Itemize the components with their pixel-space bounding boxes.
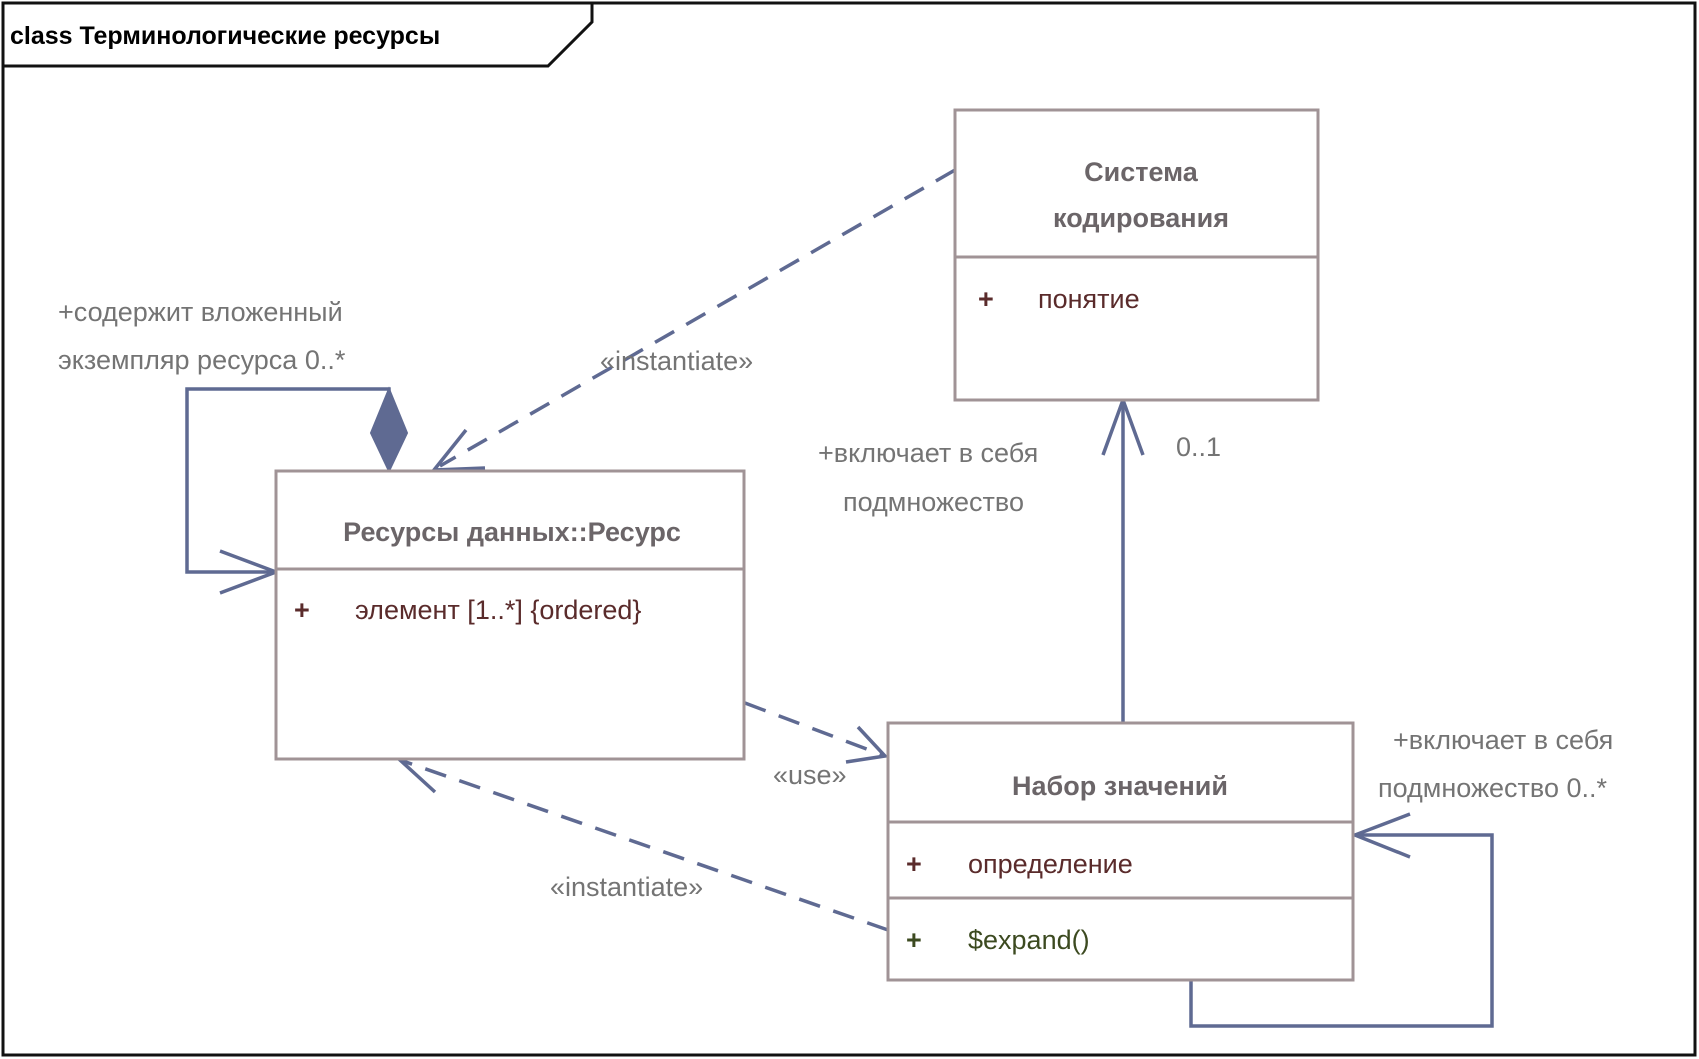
class-value-set[interactable]: Набор значений + определение + $expand() <box>886 721 1355 982</box>
instantiate-top-stereotype: «instantiate» <box>600 346 753 376</box>
frame-title-tab <box>3 3 594 68</box>
operation-expand: $expand() <box>968 925 1090 955</box>
class-coding-system-name-line2: кодирования <box>1053 203 1229 233</box>
class-coding-system-name-line1: Система <box>1084 157 1199 187</box>
use-dependency[interactable] <box>744 701 889 764</box>
attribute-visibility: + <box>906 849 922 879</box>
attribute-visibility: + <box>294 595 310 625</box>
class-resource-name: Ресурсы данных::Ресурс <box>343 517 681 547</box>
attribute-definition: определение <box>968 849 1133 879</box>
instantiate-bottom-stereotype: «instantiate» <box>550 872 703 902</box>
frame-title: class Терминологические ресурсы <box>10 22 440 50</box>
attribute-concept: понятие <box>1038 284 1140 314</box>
valueset-self-association[interactable] <box>1189 812 1494 1028</box>
class-coding-system[interactable]: Система кодирования + понятие <box>953 108 1320 402</box>
includes-subset-role-line1: +включает в себя <box>818 438 1038 468</box>
operation-visibility: + <box>906 925 922 955</box>
includes-subset-association[interactable] <box>1101 394 1145 723</box>
self-subset-role-line1: +включает в себя <box>1393 725 1613 755</box>
nested-resource-role-line2: экземпляр ресурса 0..* <box>58 345 346 375</box>
self-subset-role-line2: подмножество 0..* <box>1378 773 1608 803</box>
includes-subset-multiplicity: 0..1 <box>1176 432 1221 462</box>
self-association-arrowhead <box>1350 812 1411 859</box>
composition-diamond <box>369 386 409 474</box>
nested-resource-role-line1: +содержит вложенный <box>58 297 343 327</box>
class-resource[interactable]: Ресурсы данных::Ресурс + элемент [1..*] … <box>274 469 746 761</box>
use-arrowhead <box>845 725 889 764</box>
use-stereotype: «use» <box>773 760 847 790</box>
includes-subset-role-line2: подмножество <box>843 487 1024 517</box>
instantiate-coding-to-resource[interactable] <box>430 168 956 472</box>
attribute-visibility: + <box>978 284 994 314</box>
class-value-set-name: Набор значений <box>1012 771 1228 801</box>
attribute-element: элемент [1..*] {ordered} <box>355 595 641 625</box>
